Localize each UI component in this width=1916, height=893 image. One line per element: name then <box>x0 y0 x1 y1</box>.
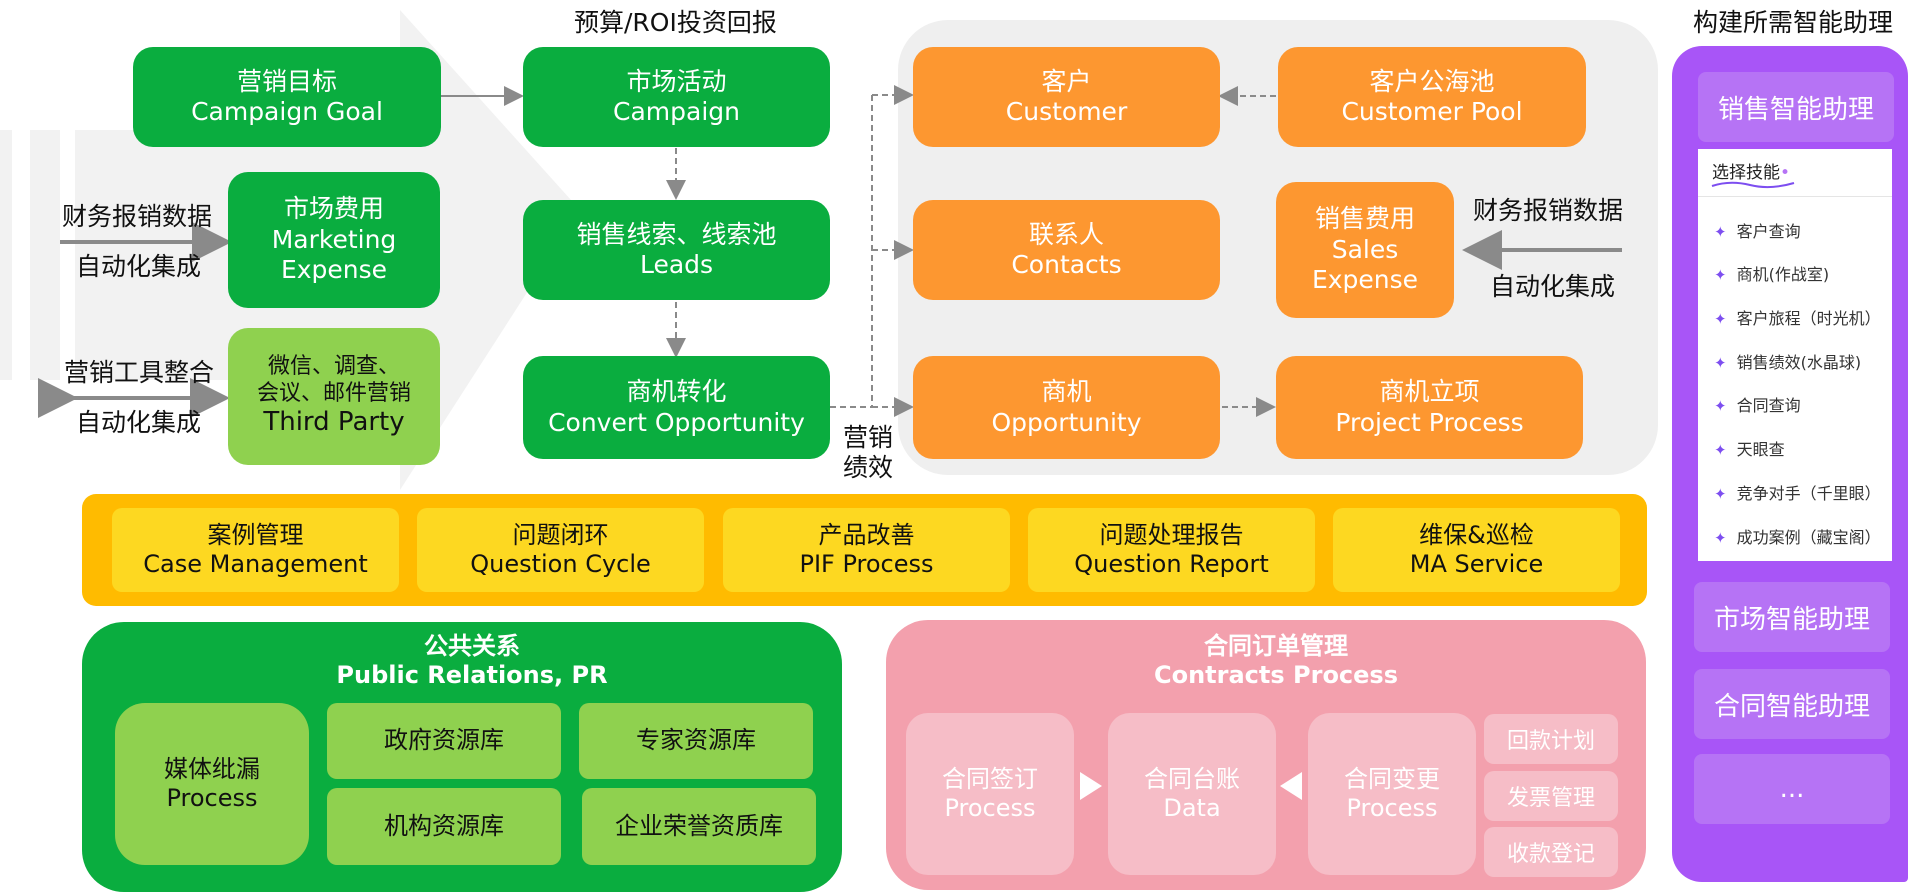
sales-expense-box[interactable]: 销售费用 Sales Expense <box>1276 182 1454 318</box>
contract-change-box[interactable]: 合同变更 Process <box>1308 713 1476 875</box>
campaign-box[interactable]: 市场活动 Campaign <box>523 47 830 147</box>
finance-data-label-right: 财务报销数据 <box>1473 196 1624 225</box>
expert-resource-box[interactable]: 专家资源库 <box>579 703 813 779</box>
sparkle-icon: ✦ <box>1714 441 1727 459</box>
sparkle-icon: ✦ <box>1714 266 1727 284</box>
sparkle-icon: ✦ <box>1714 529 1727 547</box>
receipt-box[interactable]: 收款登记 <box>1484 827 1618 877</box>
sparkle-icon: ✦ <box>1714 485 1727 503</box>
underline-squiggle <box>1711 181 1795 189</box>
skill-item[interactable]: ✦商机(作战室) <box>1714 265 1830 284</box>
project-process-box[interactable]: 商机立项 Project Process <box>1276 356 1583 459</box>
arrow-right-icon <box>1080 772 1102 800</box>
auto-integration-label-left: 自动化集成 <box>76 252 202 281</box>
opportunity-box[interactable]: 商机 Opportunity <box>913 356 1220 459</box>
sparkle-icon: ✦ <box>1714 310 1727 328</box>
sales-assistant-button[interactable]: 销售智能助理 <box>1698 72 1894 142</box>
skill-item[interactable]: ✦客户旅程（时光机） <box>1714 309 1881 328</box>
third-party-box[interactable]: 微信、调查、 会议、邮件营销 Third Party <box>228 328 440 465</box>
skill-item[interactable]: ✦客户查询 <box>1714 222 1801 241</box>
contract-assistant-button[interactable]: 合同智能助理 <box>1694 669 1890 739</box>
performance-label: 营销 绩效 <box>843 423 894 482</box>
skill-item[interactable]: ✦竞争对手（千里眼） <box>1714 484 1881 503</box>
sparkle-icon: ✦ <box>1714 354 1727 372</box>
auto-integration-label-left-2: 自动化集成 <box>76 408 202 437</box>
skills-card <box>1698 149 1892 561</box>
marketing-expense-box[interactable]: 市场费用 Marketing Expense <box>228 172 440 308</box>
payment-plan-box[interactable]: 回款计划 <box>1484 714 1618 764</box>
media-process-box[interactable]: 媒体纰漏 Process <box>115 703 309 865</box>
pr-title: 公共关系 Public Relations, PR <box>336 632 608 689</box>
contract-sign-box[interactable]: 合同签订 Process <box>906 713 1074 875</box>
sparkle-icon: ✦ <box>1714 397 1727 415</box>
skill-item[interactable]: ✦合同查询 <box>1714 396 1801 415</box>
skill-item[interactable]: ✦成功案例（藏宝阁） <box>1714 528 1881 547</box>
convert-opportunity-box[interactable]: 商机转化 Convert Opportunity <box>523 356 830 459</box>
honor-resource-box[interactable]: 企业荣誉资质库 <box>582 788 816 865</box>
skill-item[interactable]: ✦销售绩效(水晶球) <box>1714 353 1862 372</box>
select-skill-label: 选择技能• <box>1712 163 1791 183</box>
budget-roi-label: 预算/ROI投资回报 <box>574 8 777 37</box>
gov-resource-box[interactable]: 政府资源库 <box>327 703 561 779</box>
more-assistants-button[interactable]: ... <box>1694 754 1890 824</box>
contacts-box[interactable]: 联系人 Contacts <box>913 200 1220 300</box>
org-resource-box[interactable]: 机构资源库 <box>327 788 561 865</box>
tool-integration-label: 营销工具整合 <box>64 358 215 387</box>
campaign-goal-box[interactable]: 营销目标 Campaign Goal <box>133 47 441 147</box>
contract-ledger-box[interactable]: 合同台账 Data <box>1108 713 1276 875</box>
invoice-box[interactable]: 发票管理 <box>1484 771 1618 821</box>
sparkle-icon: ✦ <box>1714 223 1727 241</box>
leads-box[interactable]: 销售线索、线索池 Leads <box>523 200 830 300</box>
arrow-left-icon <box>1280 772 1302 800</box>
customer-pool-box[interactable]: 客户公海池 Customer Pool <box>1278 47 1586 147</box>
assistants-header: 构建所需智能助理 <box>1693 8 1894 37</box>
skills-divider <box>1698 196 1892 197</box>
skill-item[interactable]: ✦天眼查 <box>1714 440 1785 459</box>
auto-integration-label-right: 自动化集成 <box>1490 272 1616 301</box>
customer-box[interactable]: 客户 Customer <box>913 47 1220 147</box>
finance-data-label-left: 财务报销数据 <box>62 202 213 231</box>
market-assistant-button[interactable]: 市场智能助理 <box>1694 582 1890 652</box>
contracts-title: 合同订单管理 Contracts Process <box>1153 632 1399 689</box>
